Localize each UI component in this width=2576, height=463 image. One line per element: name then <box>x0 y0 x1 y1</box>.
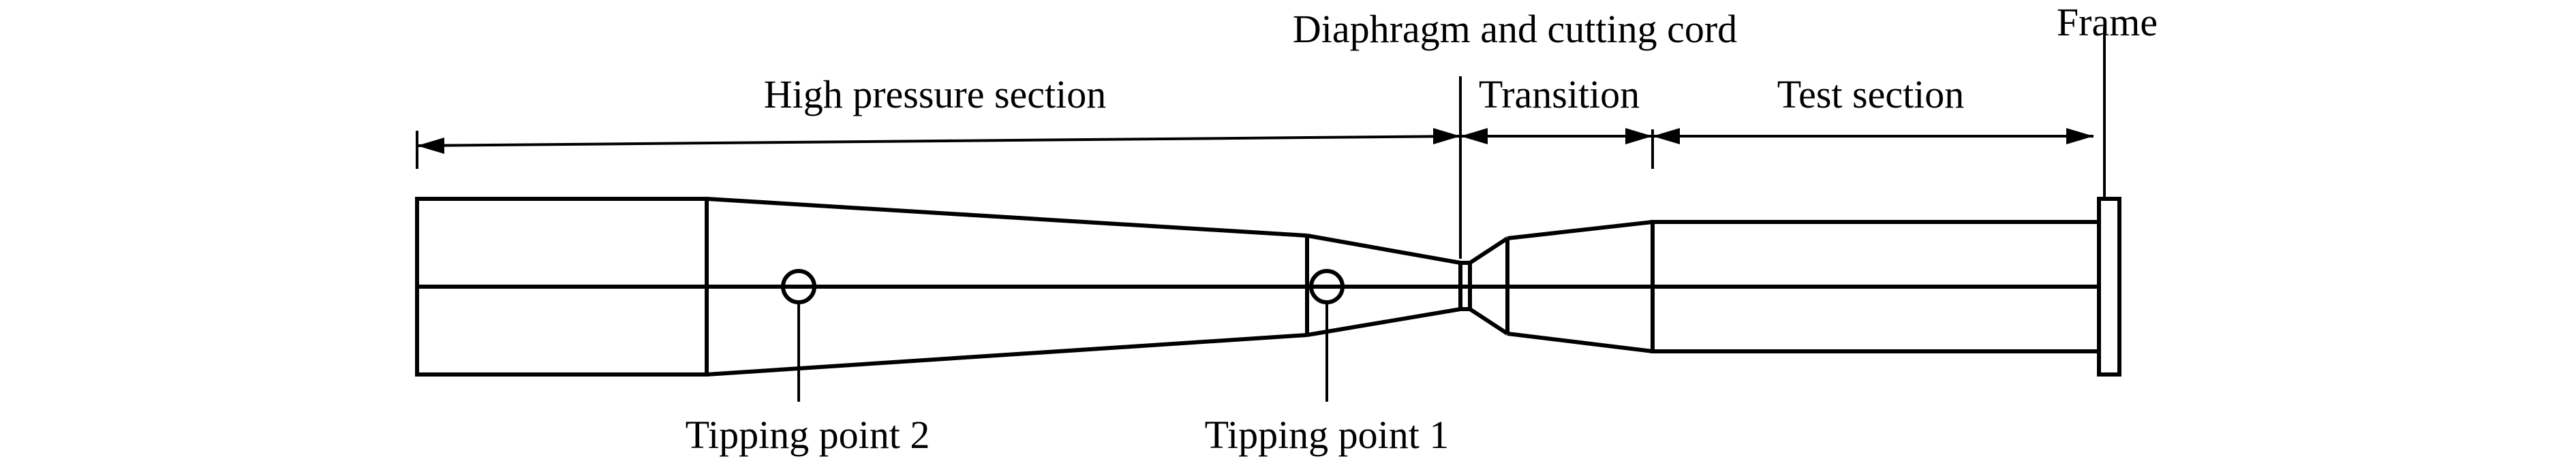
label-frame: Frame <box>2057 0 2158 44</box>
label-tipping-point-1: Tipping point 1 <box>1205 413 1450 457</box>
frame-plate <box>2097 197 2121 377</box>
dimension-lines <box>416 27 2106 259</box>
label-high-pressure-section: High pressure section <box>764 72 1107 116</box>
transition-diverge-bottom <box>1469 307 1509 336</box>
arrowhead-test-left <box>1653 128 1680 144</box>
tube-body <box>415 197 2121 377</box>
transition-diverge-top <box>1469 236 1509 265</box>
high-pressure-taper-top <box>706 197 1308 238</box>
transition-bottom <box>1507 332 1653 353</box>
arrowhead-test-right <box>2066 128 2094 144</box>
nozzle-top <box>1306 234 1461 265</box>
arrowhead-transition-left <box>1460 128 1488 144</box>
high-pressure-section-arrow <box>416 135 1461 147</box>
tipping-points <box>781 269 1345 402</box>
high-pressure-taper-bottom <box>706 333 1308 377</box>
arrowhead-transition-right <box>1625 128 1653 144</box>
label-transition: Transition <box>1479 72 1640 116</box>
arrowhead-hp-right <box>1433 128 1460 144</box>
label-test-section: Test section <box>1777 72 1965 116</box>
nozzle-bottom <box>1306 307 1461 337</box>
arrowhead-left <box>417 138 444 154</box>
label-tipping-point-2: Tipping point 2 <box>686 413 930 457</box>
transition-top <box>1507 220 1653 240</box>
label-diaphragm-and-cutting-cord: Diaphragm and cutting cord <box>1293 7 1737 51</box>
